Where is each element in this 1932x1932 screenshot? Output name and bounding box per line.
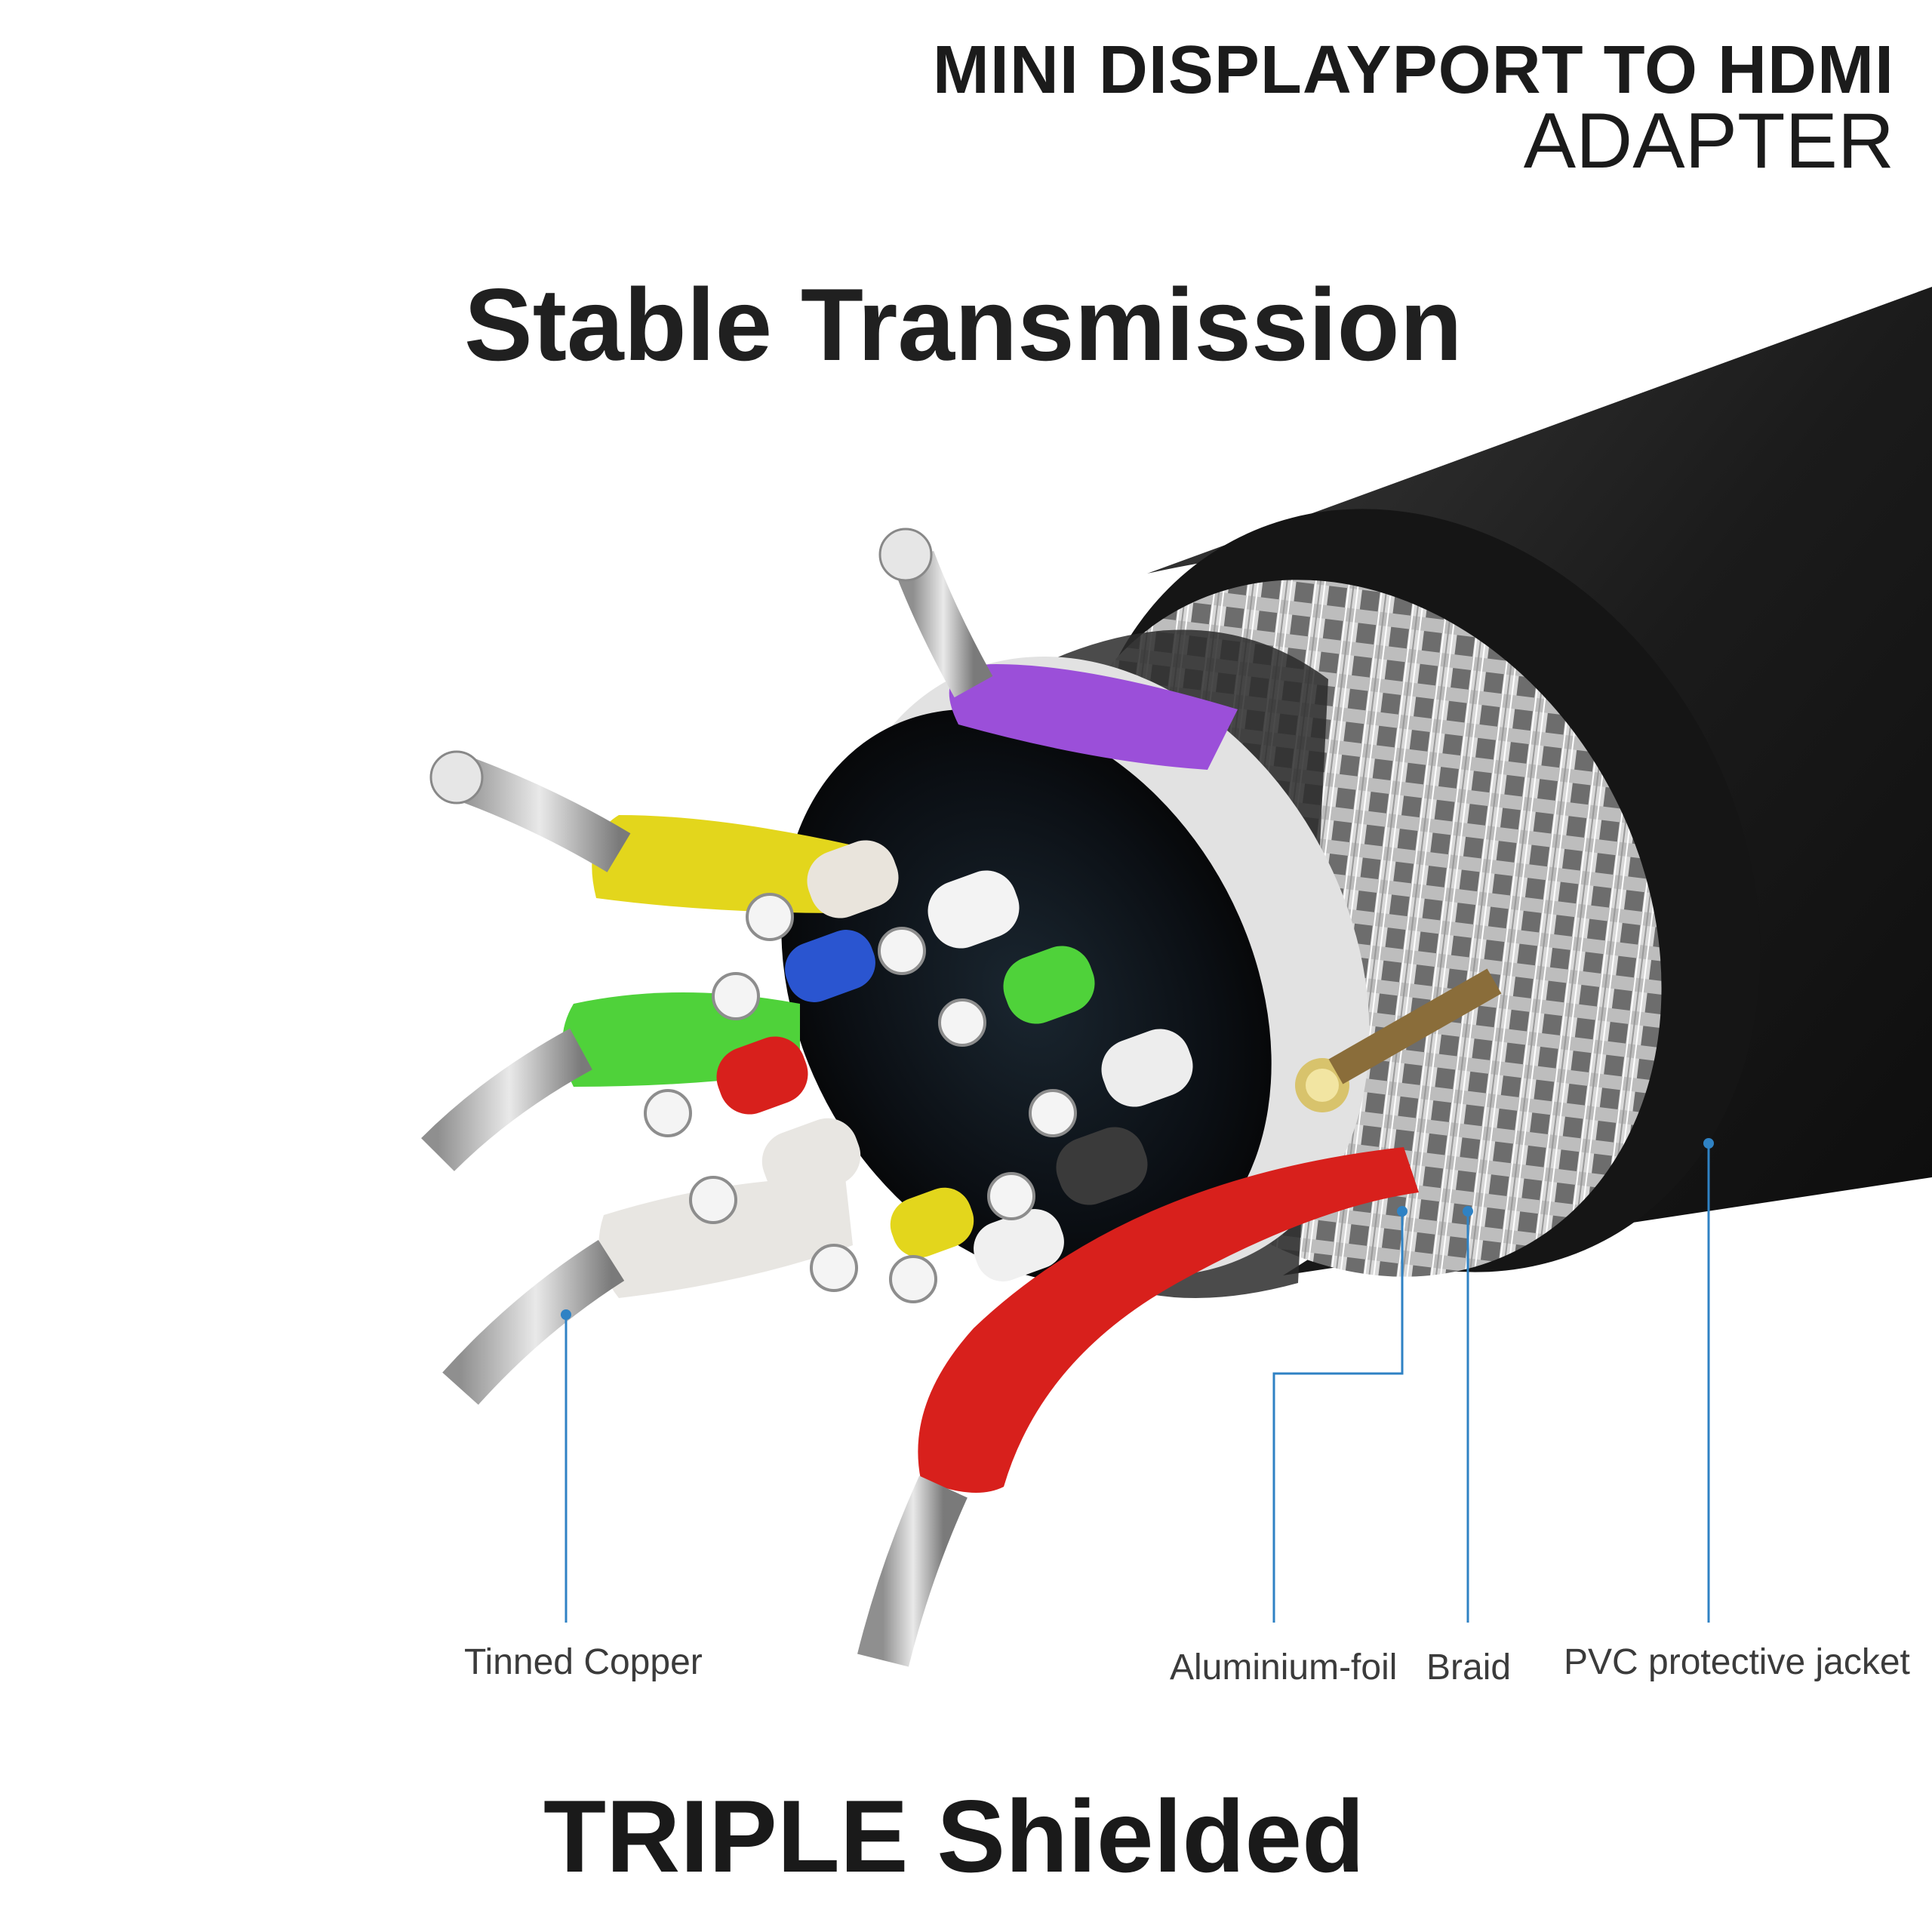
wire-red-jacket bbox=[918, 1147, 1419, 1493]
footline: TRIPLE Shielded bbox=[543, 1779, 1365, 1894]
callout-dots bbox=[561, 1138, 1714, 1320]
header-title-line1: MINI DISPLAYPORT TO HDMI bbox=[932, 32, 1894, 108]
callout-lines bbox=[565, 1143, 1710, 1623]
wire-red-conductor bbox=[857, 1475, 968, 1667]
wire-yellow-jacket bbox=[592, 815, 853, 913]
conductor-ends bbox=[644, 893, 1077, 1303]
wire-green-conductor bbox=[421, 1028, 592, 1171]
wire-yellow-conductor bbox=[452, 755, 631, 872]
callout-tinned-copper: Tinned Copper bbox=[464, 1642, 703, 1682]
wire-purple-conductor bbox=[892, 550, 993, 698]
wire-white-jacket bbox=[598, 1177, 853, 1298]
twisted-pairs bbox=[716, 840, 1193, 1281]
callout-aluminium-foil: Aluminium-foil bbox=[1170, 1647, 1398, 1687]
wire-purple-jacket bbox=[949, 664, 1238, 770]
headline: Stable Transmission bbox=[464, 267, 1463, 382]
callout-pvc-jacket: PVC protective jacket bbox=[1564, 1642, 1910, 1682]
callout-braid: Braid bbox=[1426, 1647, 1512, 1687]
drain-wire-strand bbox=[1328, 968, 1502, 1084]
header-title-line2: ADAPTER bbox=[1523, 97, 1894, 185]
wire-white-conductor bbox=[442, 1240, 625, 1405]
